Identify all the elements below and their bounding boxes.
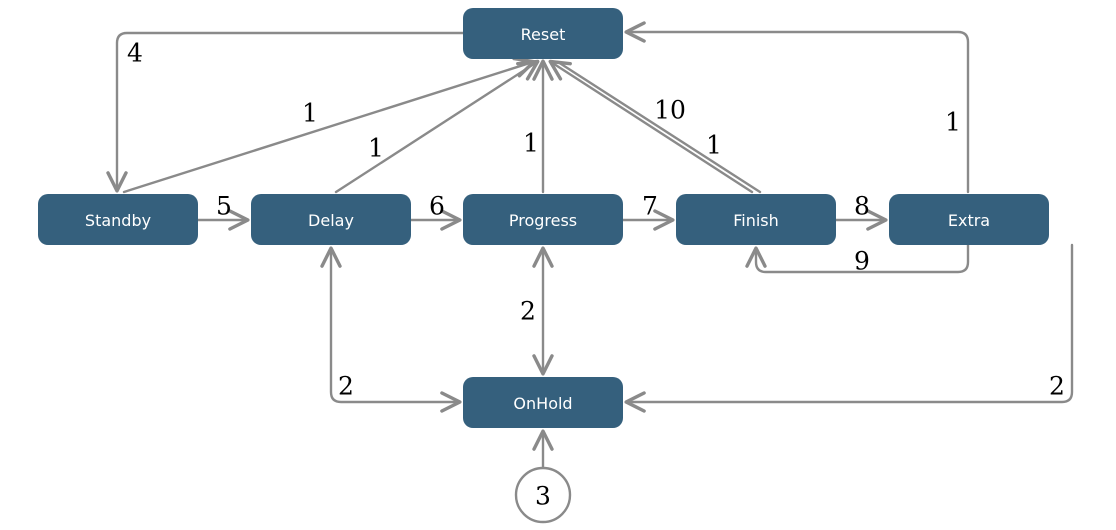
node-delay-label: Delay [308,211,354,230]
edge-progress-to-onhold: 2 [520,246,554,376]
edge-label-delay-to-progress: 6 [429,192,445,221]
edge-label-standby-to-delay: 5 [216,192,232,221]
edge-reset-to-standby-line [106,31,465,193]
edge-label-standby-to-reset: 1 [302,99,318,128]
node-reset[interactable]: Reset [463,8,623,59]
edge-label-reset-to-finish: 1 [706,131,722,160]
edge-delay-to-reset: 1 [334,59,540,194]
node-progress-label: Progress [509,211,577,230]
edge-delay-to-onhold: 2 [320,246,462,413]
edge-finish-to-reset-line [548,59,754,194]
edge-reset-to-finish-line [556,60,762,194]
node-extra[interactable]: Extra [889,194,1049,245]
edge-reset-to-finish: 1 [556,60,762,194]
edge-label-reset-to-standby: 4 [127,39,143,68]
edge-label-progress-to-onhold: 2 [520,297,536,326]
start-state-marker[interactable]: 3 [514,466,572,524]
node-delay[interactable]: Delay [251,194,411,245]
edge-label-finish-to-reset: 10 [654,96,686,125]
edge-delay-to-onhold-line [320,246,462,413]
edge-label-delay-to-reset: 1 [368,134,384,163]
node-finish-label: Finish [733,211,779,230]
node-onhold-box[interactable] [463,377,623,428]
edge-finish-to-reset: 10 [548,59,754,194]
edge-reset-to-standby: 4 [106,31,465,193]
edge-progress-to-reset: 1 [523,59,554,194]
node-delay-box[interactable] [251,194,411,245]
edge-extra-to-onhold: 2 [624,243,1074,413]
edge-standby-to-reset-line [122,56,536,194]
node-progress[interactable]: Progress [463,194,623,245]
node-onhold-label: OnHold [513,394,572,413]
edge-standby-to-delay: 5 [196,192,250,231]
node-finish[interactable]: Finish [676,194,836,245]
edge-delay-to-progress: 6 [409,192,462,231]
edge-extra-to-reset-line [624,21,970,194]
edge-label-finish-to-extra: 8 [854,192,870,221]
edge-label-delay-to-onhold: 2 [338,372,354,401]
node-standby[interactable]: Standby [38,194,198,245]
edge-label-progress-to-finish: 7 [642,192,658,221]
edge-standby-to-reset: 1 [122,56,536,194]
node-progress-box[interactable] [463,194,623,245]
start-state-circle[interactable] [514,466,572,524]
start-state-label: 3 [535,482,551,511]
node-reset-label: Reset [521,25,566,44]
edge-extra-to-reset: 1 [624,21,970,194]
node-reset-box[interactable] [463,8,623,59]
edge-extra-to-onhold-line [624,243,1074,413]
edge-label-extra-to-finish: 9 [854,247,870,276]
node-standby-box[interactable] [38,194,198,245]
edge-label-extra-to-reset: 1 [945,108,961,137]
edge-finish-to-extra: 8 [834,192,888,231]
node-extra-label: Extra [948,211,990,230]
node-standby-label: Standby [85,211,151,230]
edge-label-progress-to-reset: 1 [523,129,539,158]
node-finish-box[interactable] [676,194,836,245]
edge-progress-to-finish: 7 [621,192,675,231]
node-onhold[interactable]: OnHold [463,377,623,428]
edge-delay-to-reset-line [334,59,540,194]
node-extra-box[interactable] [889,194,1049,245]
edge-label-extra-to-onhold: 2 [1049,372,1065,401]
edge-extra-to-finish: 9 [745,243,970,276]
edge-extra-to-finish-line [745,243,970,274]
